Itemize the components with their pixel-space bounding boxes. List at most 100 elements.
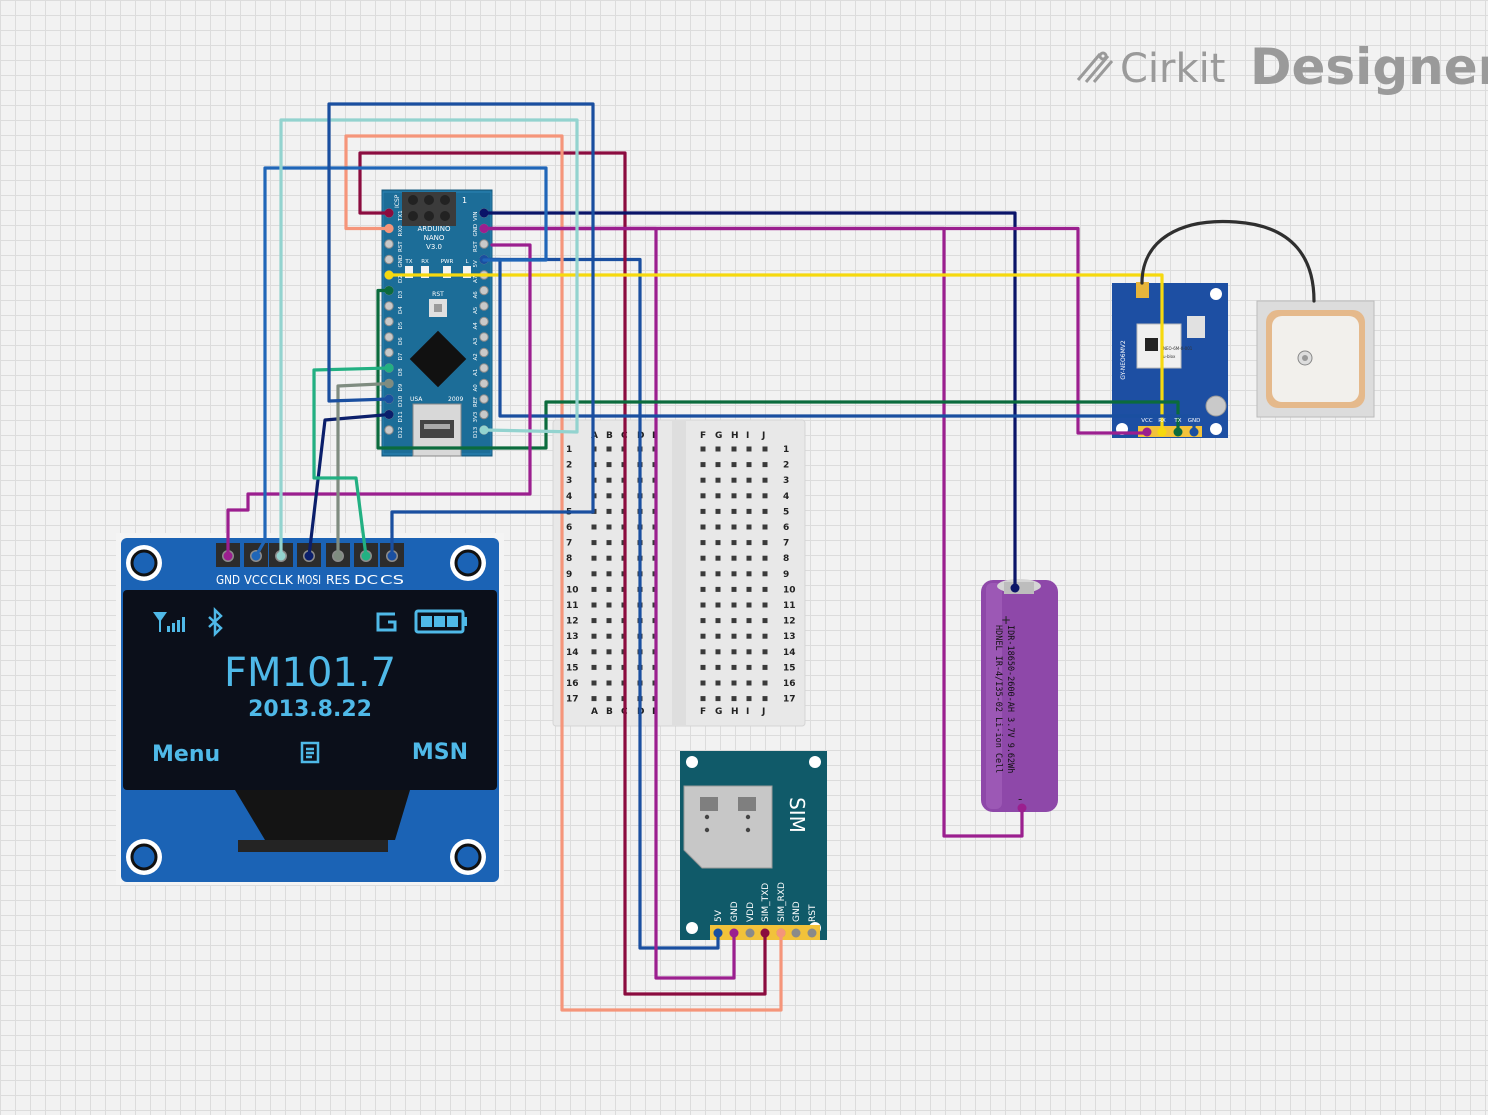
breadboard-hole[interactable]: [746, 696, 752, 702]
breadboard-hole[interactable]: [731, 633, 737, 639]
breadboard-hole[interactable]: [731, 602, 737, 608]
breadboard-hole[interactable]: [591, 664, 597, 670]
breadboard-hole[interactable]: [715, 555, 721, 561]
breadboard-hole[interactable]: [606, 602, 612, 608]
breadboard-hole[interactable]: [700, 477, 706, 483]
nano-right-pin[interactable]: [479, 378, 489, 389]
breadboard-hole[interactable]: [700, 446, 706, 452]
breadboard-hole[interactable]: [700, 571, 706, 577]
breadboard-hole[interactable]: [606, 649, 612, 655]
breadboard-hole[interactable]: [606, 477, 612, 483]
breadboard-hole[interactable]: [746, 462, 752, 468]
breadboard-hole[interactable]: [715, 602, 721, 608]
breadboard-hole[interactable]: [746, 446, 752, 452]
breadboard-hole[interactable]: [762, 462, 768, 468]
breadboard-hole[interactable]: [606, 540, 612, 546]
breadboard-hole[interactable]: [746, 555, 752, 561]
breadboard-hole[interactable]: [762, 571, 768, 577]
nano-left-pin[interactable]: [384, 332, 394, 342]
breadboard-hole[interactable]: [700, 633, 706, 639]
wire-oled-mosi[interactable]: [307, 412, 391, 558]
wire-oled-cs[interactable]: [327, 102, 595, 558]
breadboard-hole[interactable]: [591, 602, 597, 608]
breadboard-hole[interactable]: [746, 649, 752, 655]
breadboard-hole[interactable]: [700, 493, 706, 499]
breadboard-hole[interactable]: [762, 493, 768, 499]
breadboard-hole[interactable]: [762, 555, 768, 561]
nano-left-pin[interactable]: [384, 316, 394, 327]
breadboard-hole[interactable]: [762, 633, 768, 639]
wire-oled-clk[interactable]: [279, 118, 579, 558]
breadboard-hole[interactable]: [606, 493, 612, 499]
breadboard-hole[interactable]: [715, 586, 721, 592]
breadboard-hole[interactable]: [700, 649, 706, 655]
breadboard-hole[interactable]: [591, 649, 597, 655]
breadboard-hole[interactable]: [746, 493, 752, 499]
breadboard-hole[interactable]: [606, 633, 612, 639]
breadboard-hole[interactable]: [746, 664, 752, 670]
breadboard-hole[interactable]: [746, 680, 752, 686]
breadboard-hole[interactable]: [700, 508, 706, 514]
breadboard-hole[interactable]: [591, 618, 597, 624]
breadboard-hole[interactable]: [591, 680, 597, 686]
breadboard-hole[interactable]: [731, 680, 737, 686]
breadboard-hole[interactable]: [762, 586, 768, 592]
breadboard-hole[interactable]: [762, 446, 768, 452]
nano-right-pin[interactable]: [479, 239, 489, 249]
breadboard-hole[interactable]: [731, 477, 737, 483]
breadboard-hole[interactable]: [731, 649, 737, 655]
breadboard-hole[interactable]: [715, 649, 721, 655]
wire-gps-vcc[interactable]: [387, 273, 1164, 434]
sim-pin[interactable]: [791, 928, 801, 938]
breadboard-hole[interactable]: [762, 649, 768, 655]
breadboard-hole[interactable]: [746, 540, 752, 546]
breadboard-hole[interactable]: [715, 524, 721, 530]
breadboard-hole[interactable]: [715, 508, 721, 514]
nano-right-pin[interactable]: [479, 301, 489, 311]
breadboard-hole[interactable]: [746, 524, 752, 530]
breadboard-hole[interactable]: [746, 586, 752, 592]
breadboard-hole[interactable]: [606, 586, 612, 592]
nano-left-pin[interactable]: [384, 254, 394, 265]
breadboard-hole[interactable]: [606, 555, 612, 561]
breadboard-hole[interactable]: [762, 477, 768, 483]
wire-sim-txd[interactable]: [358, 151, 767, 996]
sim-pin[interactable]: [745, 928, 755, 938]
breadboard-hole[interactable]: [746, 602, 752, 608]
breadboard-hole[interactable]: [715, 680, 721, 686]
breadboard-hole[interactable]: [606, 462, 612, 468]
breadboard-hole[interactable]: [762, 602, 768, 608]
breadboard-hole[interactable]: [715, 618, 721, 624]
nano-right-pin[interactable]: [479, 394, 489, 404]
breadboard-hole[interactable]: [731, 555, 737, 561]
breadboard-hole[interactable]: [715, 571, 721, 577]
breadboard-hole[interactable]: [746, 477, 752, 483]
breadboard-hole[interactable]: [731, 586, 737, 592]
breadboard-hole[interactable]: [591, 586, 597, 592]
breadboard-hole[interactable]: [591, 555, 597, 561]
breadboard-hole[interactable]: [731, 493, 737, 499]
breadboard-hole[interactable]: [715, 462, 721, 468]
wire-battery-positive[interactable]: [482, 211, 1017, 590]
breadboard-hole[interactable]: [606, 446, 612, 452]
breadboard-hole[interactable]: [715, 493, 721, 499]
breadboard-hole[interactable]: [746, 633, 752, 639]
breadboard-hole[interactable]: [591, 633, 597, 639]
breadboard-hole[interactable]: [700, 696, 706, 702]
breadboard-hole[interactable]: [700, 680, 706, 686]
breadboard-hole[interactable]: [591, 571, 597, 577]
breadboard-hole[interactable]: [606, 696, 612, 702]
breadboard-hole[interactable]: [731, 571, 737, 577]
breadboard-hole[interactable]: [700, 540, 706, 546]
nano-left-pin[interactable]: [384, 301, 394, 311]
nano-right-pin[interactable]: [479, 409, 489, 420]
sim-pin[interactable]: [807, 928, 817, 938]
breadboard-hole[interactable]: [731, 446, 737, 452]
breadboard-hole[interactable]: [591, 524, 597, 530]
wire-gps-gnd[interactable]: [482, 226, 1149, 435]
breadboard-hole[interactable]: [591, 540, 597, 546]
nano-right-pin[interactable]: [479, 316, 489, 327]
breadboard-hole[interactable]: [715, 540, 721, 546]
breadboard-hole[interactable]: [762, 664, 768, 670]
breadboard-hole[interactable]: [700, 602, 706, 608]
